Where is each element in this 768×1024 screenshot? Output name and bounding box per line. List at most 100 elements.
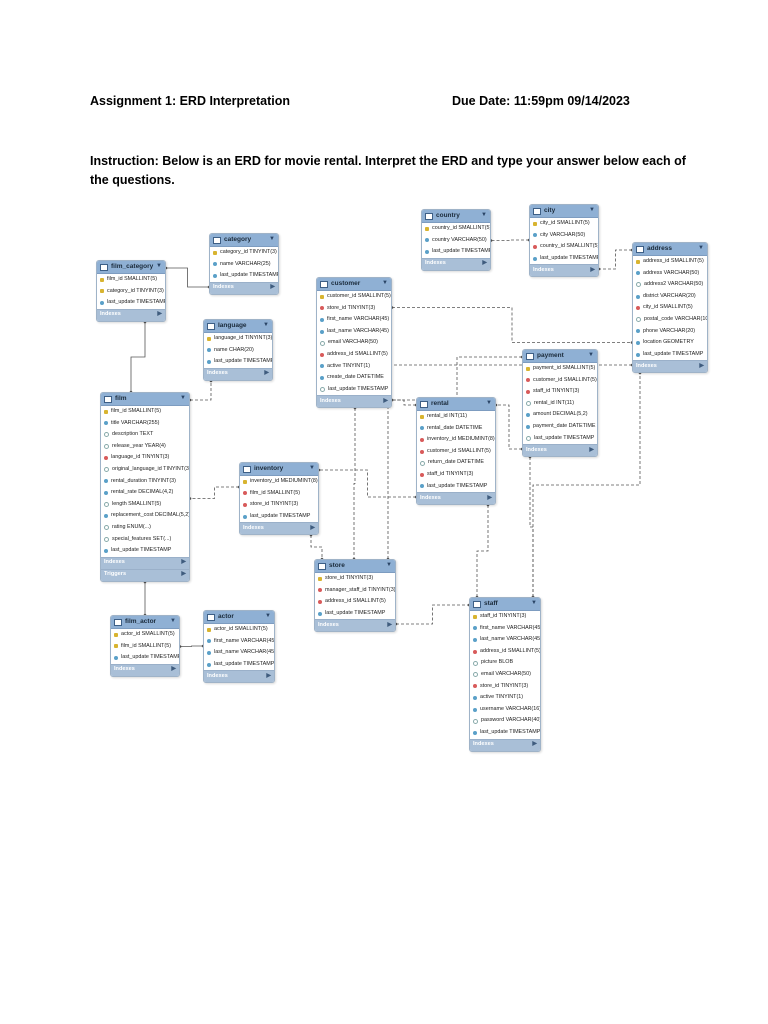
footer-triggers[interactable]: Triggers▶ bbox=[101, 568, 189, 581]
footer-indexes[interactable]: Indexes▶ bbox=[204, 670, 274, 683]
column-icon bbox=[207, 650, 211, 655]
chevron-down-icon[interactable]: ▼ bbox=[481, 212, 487, 219]
table-category[interactable]: category▼category_id TINYINT(3)name VARC… bbox=[209, 233, 279, 295]
chevron-down-icon[interactable]: ▼ bbox=[263, 322, 269, 329]
table-inventory[interactable]: inventory▼inventory_id MEDIUMINT(8)film_… bbox=[239, 462, 319, 536]
table-language[interactable]: language▼language_id TINYINT(3)name CHAR… bbox=[203, 319, 273, 381]
table-header[interactable]: film_actor▼ bbox=[111, 616, 179, 629]
table-film[interactable]: film▼film_id SMALLINT(5)title VARCHAR(25… bbox=[100, 392, 190, 582]
expand-arrow-icon[interactable]: ▶ bbox=[482, 260, 487, 267]
chevron-down-icon[interactable]: ▼ bbox=[309, 465, 315, 472]
chevron-down-icon[interactable]: ▼ bbox=[698, 245, 704, 252]
footer-indexes[interactable]: Indexes▶ bbox=[422, 257, 490, 270]
column-row: category_id TINYINT(3) bbox=[97, 286, 165, 298]
column-row: create_date DATETIME bbox=[317, 372, 391, 384]
column-icon bbox=[320, 317, 324, 322]
relationship-payment-staff bbox=[529, 457, 534, 597]
footer-indexes[interactable]: Indexes▶ bbox=[417, 492, 495, 505]
expand-arrow-icon[interactable]: ▶ bbox=[590, 267, 595, 274]
footer-indexes[interactable]: Indexes▶ bbox=[240, 522, 318, 535]
table-customer[interactable]: customer▼customer_id SMALLINT(5)store_id… bbox=[316, 277, 392, 409]
table-header[interactable]: country▼ bbox=[422, 210, 490, 223]
chevron-down-icon[interactable]: ▼ bbox=[486, 400, 492, 407]
table-header[interactable]: customer▼ bbox=[317, 278, 391, 291]
footer-indexes[interactable]: Indexes▶ bbox=[530, 264, 598, 277]
column-row: staff_id TINYINT(3) bbox=[417, 469, 495, 481]
chevron-down-icon[interactable]: ▼ bbox=[170, 618, 176, 625]
table-header[interactable]: payment▼ bbox=[523, 350, 597, 363]
chevron-down-icon[interactable]: ▼ bbox=[589, 207, 595, 214]
column-icon bbox=[104, 536, 109, 542]
column-row: address_id SMALLINT(5) bbox=[633, 256, 707, 268]
table-address[interactable]: address▼address_id SMALLINT(5)address VA… bbox=[632, 242, 708, 374]
expand-arrow-icon[interactable]: ▶ bbox=[266, 673, 271, 680]
column-text: last_update TIMESTAMP bbox=[432, 248, 491, 255]
table-header[interactable]: city▼ bbox=[530, 205, 598, 218]
expand-arrow-icon[interactable]: ▶ bbox=[181, 571, 186, 578]
chevron-down-icon[interactable]: ▼ bbox=[180, 395, 186, 402]
table-header[interactable]: staff▼ bbox=[470, 598, 540, 611]
table-store[interactable]: store▼store_id TINYINT(3)manager_staff_i… bbox=[314, 559, 396, 633]
footer-indexes[interactable]: Indexes▶ bbox=[470, 738, 540, 751]
table-header[interactable]: category▼ bbox=[210, 234, 278, 247]
chevron-down-icon[interactable]: ▼ bbox=[386, 562, 392, 569]
expand-arrow-icon[interactable]: ▶ bbox=[171, 666, 176, 673]
expand-arrow-icon[interactable]: ▶ bbox=[487, 494, 492, 501]
expand-arrow-icon[interactable]: ▶ bbox=[310, 525, 315, 532]
table-city[interactable]: city▼city_id SMALLINT(5)city VARCHAR(50)… bbox=[529, 204, 599, 278]
table-header[interactable]: rental▼ bbox=[417, 398, 495, 411]
footer-indexes[interactable]: Indexes▶ bbox=[101, 556, 189, 569]
chevron-down-icon[interactable]: ▼ bbox=[588, 352, 594, 359]
column-icon bbox=[100, 300, 104, 305]
table-header[interactable]: inventory▼ bbox=[240, 463, 318, 476]
expand-arrow-icon[interactable]: ▶ bbox=[157, 311, 162, 318]
table-rental[interactable]: rental▼rental_id INT(11)rental_date DATE… bbox=[416, 397, 496, 506]
column-text: category_id TINYINT(3) bbox=[107, 287, 164, 294]
chevron-down-icon[interactable]: ▼ bbox=[156, 263, 162, 270]
table-staff[interactable]: staff▼staff_id TINYINT(3)first_name VARC… bbox=[469, 597, 541, 752]
chevron-down-icon[interactable]: ▼ bbox=[269, 236, 275, 243]
column-text: inventory_id MEDIUMINT(8) bbox=[427, 436, 495, 443]
column-text: last_update TIMESTAMP bbox=[220, 272, 279, 279]
column-row: inventory_id MEDIUMINT(8) bbox=[417, 434, 495, 446]
column-text: actor_id SMALLINT(5) bbox=[214, 626, 268, 632]
expand-arrow-icon[interactable]: ▶ bbox=[383, 398, 388, 405]
footer-indexes[interactable]: Indexes▶ bbox=[210, 281, 278, 294]
column-icon bbox=[104, 502, 109, 508]
column-icon bbox=[473, 730, 477, 735]
expand-arrow-icon[interactable]: ▶ bbox=[532, 741, 537, 748]
table-country[interactable]: country▼country_id SMALLINT(5)country VA… bbox=[421, 209, 491, 271]
column-row: last_update TIMESTAMP bbox=[417, 481, 495, 493]
table-header[interactable]: language▼ bbox=[204, 320, 272, 333]
expand-arrow-icon[interactable]: ▶ bbox=[270, 284, 275, 291]
chevron-down-icon[interactable]: ▼ bbox=[265, 613, 271, 620]
footer-indexes[interactable]: Indexes▶ bbox=[204, 367, 272, 380]
table-header[interactable]: film▼ bbox=[101, 393, 189, 406]
chevron-down-icon[interactable]: ▼ bbox=[382, 280, 388, 287]
table-header[interactable]: store▼ bbox=[315, 560, 395, 573]
expand-arrow-icon[interactable]: ▶ bbox=[181, 559, 186, 566]
column-row: last_update TIMESTAMP bbox=[204, 356, 272, 368]
footer-indexes[interactable]: Indexes▶ bbox=[633, 360, 707, 373]
footer-indexes[interactable]: Indexes▶ bbox=[523, 444, 597, 457]
table-name: film_category bbox=[111, 263, 154, 271]
table-header[interactable]: address▼ bbox=[633, 243, 707, 256]
table-header[interactable]: actor▼ bbox=[204, 611, 274, 624]
expand-arrow-icon[interactable]: ▶ bbox=[387, 622, 392, 629]
primary-key-icon bbox=[114, 632, 118, 637]
table-film-category[interactable]: film_category▼film_id SMALLINT(5)categor… bbox=[96, 260, 166, 322]
table-payment[interactable]: payment▼payment_id SMALLINT(5)customer_i… bbox=[522, 349, 598, 458]
table-actor[interactable]: actor▼actor_id SMALLINT(5)first_name VAR… bbox=[203, 610, 275, 684]
relationship-inventory-store bbox=[310, 535, 323, 559]
table-film-actor[interactable]: film_actor▼actor_id SMALLINT(5)film_id S… bbox=[110, 615, 180, 677]
chevron-down-icon[interactable]: ▼ bbox=[531, 600, 537, 607]
table-header[interactable]: film_category▼ bbox=[97, 261, 165, 274]
footer-indexes[interactable]: Indexes▶ bbox=[111, 663, 179, 676]
expand-arrow-icon[interactable]: ▶ bbox=[589, 446, 594, 453]
footer-indexes[interactable]: Indexes▶ bbox=[97, 308, 165, 321]
expand-arrow-icon[interactable]: ▶ bbox=[264, 370, 269, 377]
footer-indexes[interactable]: Indexes▶ bbox=[315, 619, 395, 632]
footer-indexes[interactable]: Indexes▶ bbox=[317, 395, 391, 408]
table-icon bbox=[100, 263, 108, 271]
expand-arrow-icon[interactable]: ▶ bbox=[699, 363, 704, 370]
